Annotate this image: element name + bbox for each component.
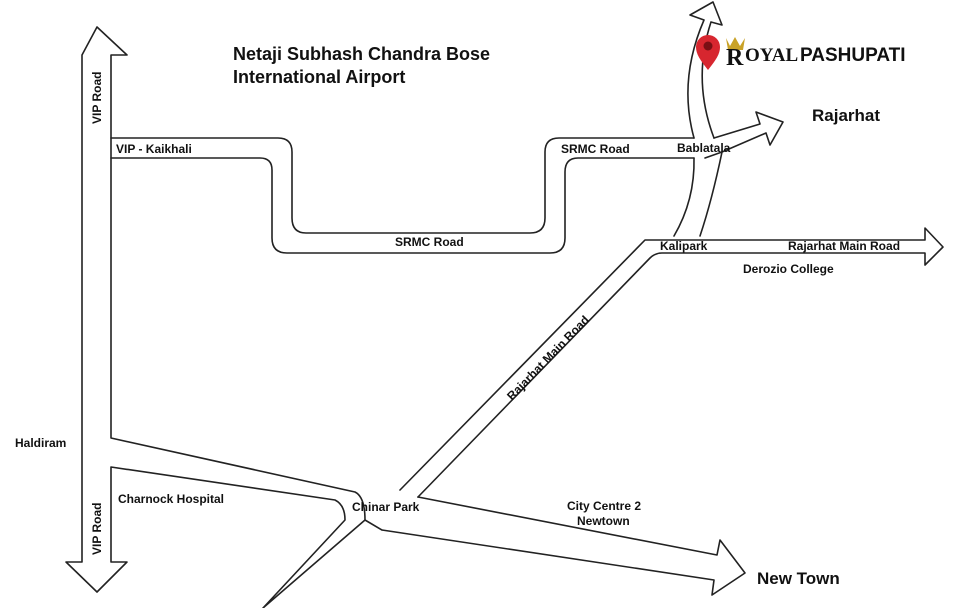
label-rajarhat: Rajarhat <box>812 106 880 125</box>
brand-word-royal: OYAL <box>745 45 798 66</box>
rajarhat-main-road <box>399 227 944 498</box>
label-rajarhat-main-road-east: Rajarhat Main Road <box>788 239 900 253</box>
road-to-new-town <box>364 496 746 596</box>
label-bablatala: Bablatala <box>677 141 731 155</box>
label-charnock-hospital: Charnock Hospital <box>118 492 224 506</box>
label-newtown: Newtown <box>577 514 630 528</box>
label-kalipark: Kalipark <box>660 239 708 253</box>
label-haldiram: Haldiram <box>15 436 66 450</box>
airport-title-line1: Netaji Subhash Chandra Bose <box>233 44 490 64</box>
label-vip-kaikhali: VIP - Kaikhali <box>116 142 192 156</box>
label-chinar-park: Chinar Park <box>352 500 420 514</box>
label-new-town: New Town <box>757 569 840 588</box>
road-to-royal-pashupati <box>687 1 723 139</box>
label-city-centre-2: City Centre 2 <box>567 499 641 513</box>
brand-letter-r: R <box>726 45 744 71</box>
location-pin-icon[interactable] <box>696 35 720 70</box>
road-to-rajarhat <box>704 111 784 159</box>
bablatala-kalipark-road <box>673 151 723 237</box>
srmc-road-inner <box>110 157 695 254</box>
vip-road-arrow <box>65 26 366 608</box>
label-srmc-road-top: SRMC Road <box>561 142 630 156</box>
label-derozio-college: Derozio College <box>743 262 834 276</box>
label-vip-road-bottom: VIP Road <box>90 503 104 555</box>
royal-pashupati-logo: R OYAL PASHUPATI <box>726 37 906 71</box>
airport-title-line2: International Airport <box>233 67 405 87</box>
label-rajarhat-main-road-diagonal: Rajarhat Main Road <box>504 313 592 403</box>
srmc-road <box>110 137 695 234</box>
label-vip-road-top: VIP Road <box>90 72 104 124</box>
label-srmc-road-bottom: SRMC Road <box>395 235 464 249</box>
brand-word-pashupati: PASHUPATI <box>800 45 906 66</box>
crown-icon <box>726 37 745 50</box>
